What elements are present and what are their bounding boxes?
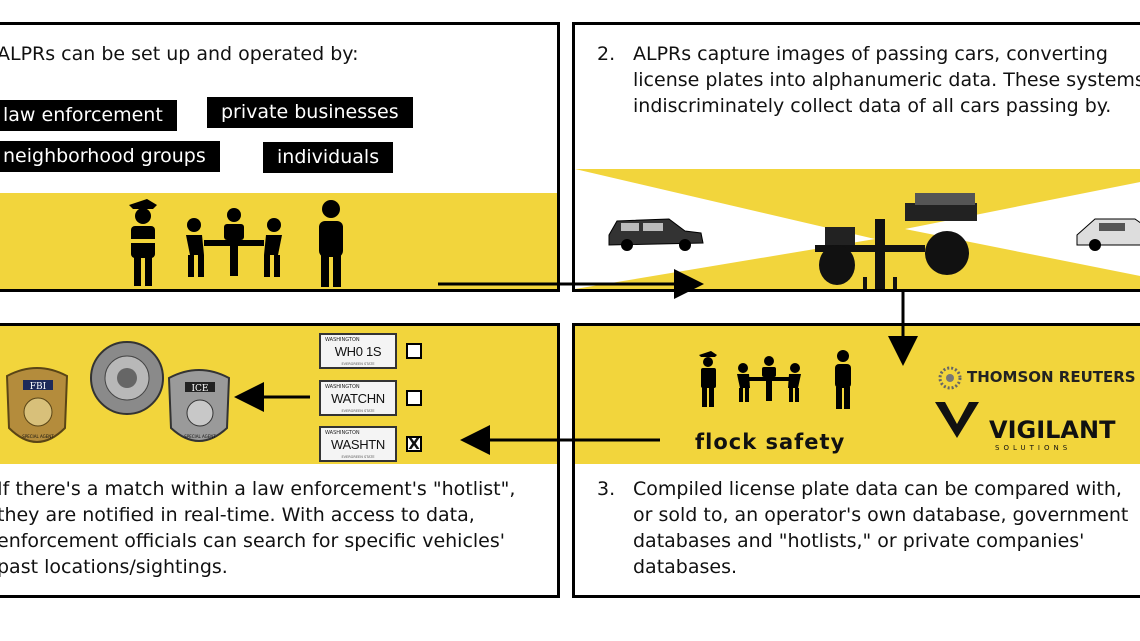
capture-line-1: ALPRs capture images of passing cars, co… [633,43,1108,65]
step-number: 2. [597,43,616,65]
tag-private-businesses: private businesses [207,97,413,128]
plate-state: WASHINGTON [325,337,360,343]
operators-icons [129,199,343,287]
fbi-badge-sub: SPECIAL AGENT [22,434,54,439]
vigilant-v-icon [935,402,979,438]
individual-small-icon [835,350,851,409]
individual-person-icon [319,200,343,287]
thomson-reuters-globe-icon [938,366,962,390]
ice-badge-sub: SPECIAL AGENT [184,434,216,439]
check-mark-icon: X [408,435,420,453]
police-officer-icon [129,199,157,286]
sedan-icon [1076,218,1140,251]
operators-heading: ALPRs can be set up and operated by: [0,43,359,65]
plate-number: WATCHN [331,391,385,406]
hotlist-line-1: If there's a match within a law enforcem… [0,478,516,500]
meeting-group-small-icon [737,356,801,402]
operators-small-icons [699,350,979,438]
plate-state: WASHINGTON [325,430,360,436]
ice-badge-label: ICE [191,384,208,394]
right-beam [905,182,1140,276]
databases-band: flock safety THOMSON REUTERS VIGILANT SO… [575,326,1140,464]
operators-band [0,193,557,289]
vigilant-logo: VIGILANT [989,416,1116,444]
capture-band [575,169,1140,289]
tag-law-enforcement: law enforcement [0,100,177,131]
panel-databases: flock safety THOMSON REUTERS VIGILANT SO… [572,323,1140,598]
vigilant-sub-logo: SOLUTIONS [995,444,1072,452]
alpr-camera-rig-icon [815,193,977,289]
plate-footer: EVERGREEN STATE [341,409,375,413]
plate-state: WASHINGTON [325,384,360,390]
step-number: 3. [597,478,616,500]
camera-scene [575,169,1140,289]
databases-line-3: databases and "hotlists," or private com… [633,530,1085,552]
station-wagon-icon [608,218,704,251]
fbi-badge-icon: FBI SPECIAL AGENT [5,367,69,443]
license-plate-3: WASHINGTON WASHTN EVERGREEN STATE [319,426,397,462]
hotlist-line-4: past locations/sightings. [0,556,228,578]
plate-footer: EVERGREEN STATE [341,362,375,366]
badges-scene: FBI SPECIAL AGENT ICE SPECIAL AGENT [5,341,231,443]
license-plate-2: WASHINGTON WATCHN EVERGREEN STATE [319,380,397,416]
hotlist-checkbox-2[interactable] [406,390,422,406]
license-plate-1: WASHINGTON WH0 1S EVERGREEN STATE [319,333,397,369]
fbi-badge-label: FBI [30,382,47,392]
capture-line-3: indiscriminately collect data of all car… [633,95,1112,117]
hotlist-line-2: they are notified in real-time. With acc… [0,504,475,526]
tag-individuals: individuals [263,142,394,173]
panel-operators: ALPRs can be set up and operated by: law… [0,22,560,292]
hotlist-checkbox-3[interactable]: X [406,435,422,453]
capture-line-2: license plates into alphanumeric data. T… [633,69,1140,91]
plate-footer: EVERGREEN STATE [341,455,375,459]
eagle-badge-icon [90,341,164,415]
flock-safety-logo: flock safety [695,430,846,454]
plate-number: WH0 1S [334,344,382,359]
hotlist-checkbox-1[interactable] [406,343,422,359]
panel-capture: 2. ALPRs capture images of passing cars,… [572,22,1140,292]
police-officer-small-icon [699,351,717,407]
panel-hotlist: FBI SPECIAL AGENT ICE SPECIAL AGENT WASH… [0,323,560,598]
thomson-reuters-logo: THOMSON REUTERS [967,368,1136,386]
left-beam [575,169,875,289]
plate-number: WASHTN [330,437,386,452]
hotlist-line-3: enforcement officials can search for spe… [0,530,505,552]
tag-neighborhood-groups: neighborhood groups [0,141,220,172]
meeting-group-icon [186,208,282,277]
databases-line-4: databases. [633,556,738,578]
databases-line-1: Compiled license plate data can be compa… [633,478,1122,500]
hotlist-band: FBI SPECIAL AGENT ICE SPECIAL AGENT WASH… [0,326,557,464]
databases-line-2: or sold to, an operator's own database, … [633,504,1129,526]
ice-badge-icon: ICE SPECIAL AGENT [167,369,231,442]
